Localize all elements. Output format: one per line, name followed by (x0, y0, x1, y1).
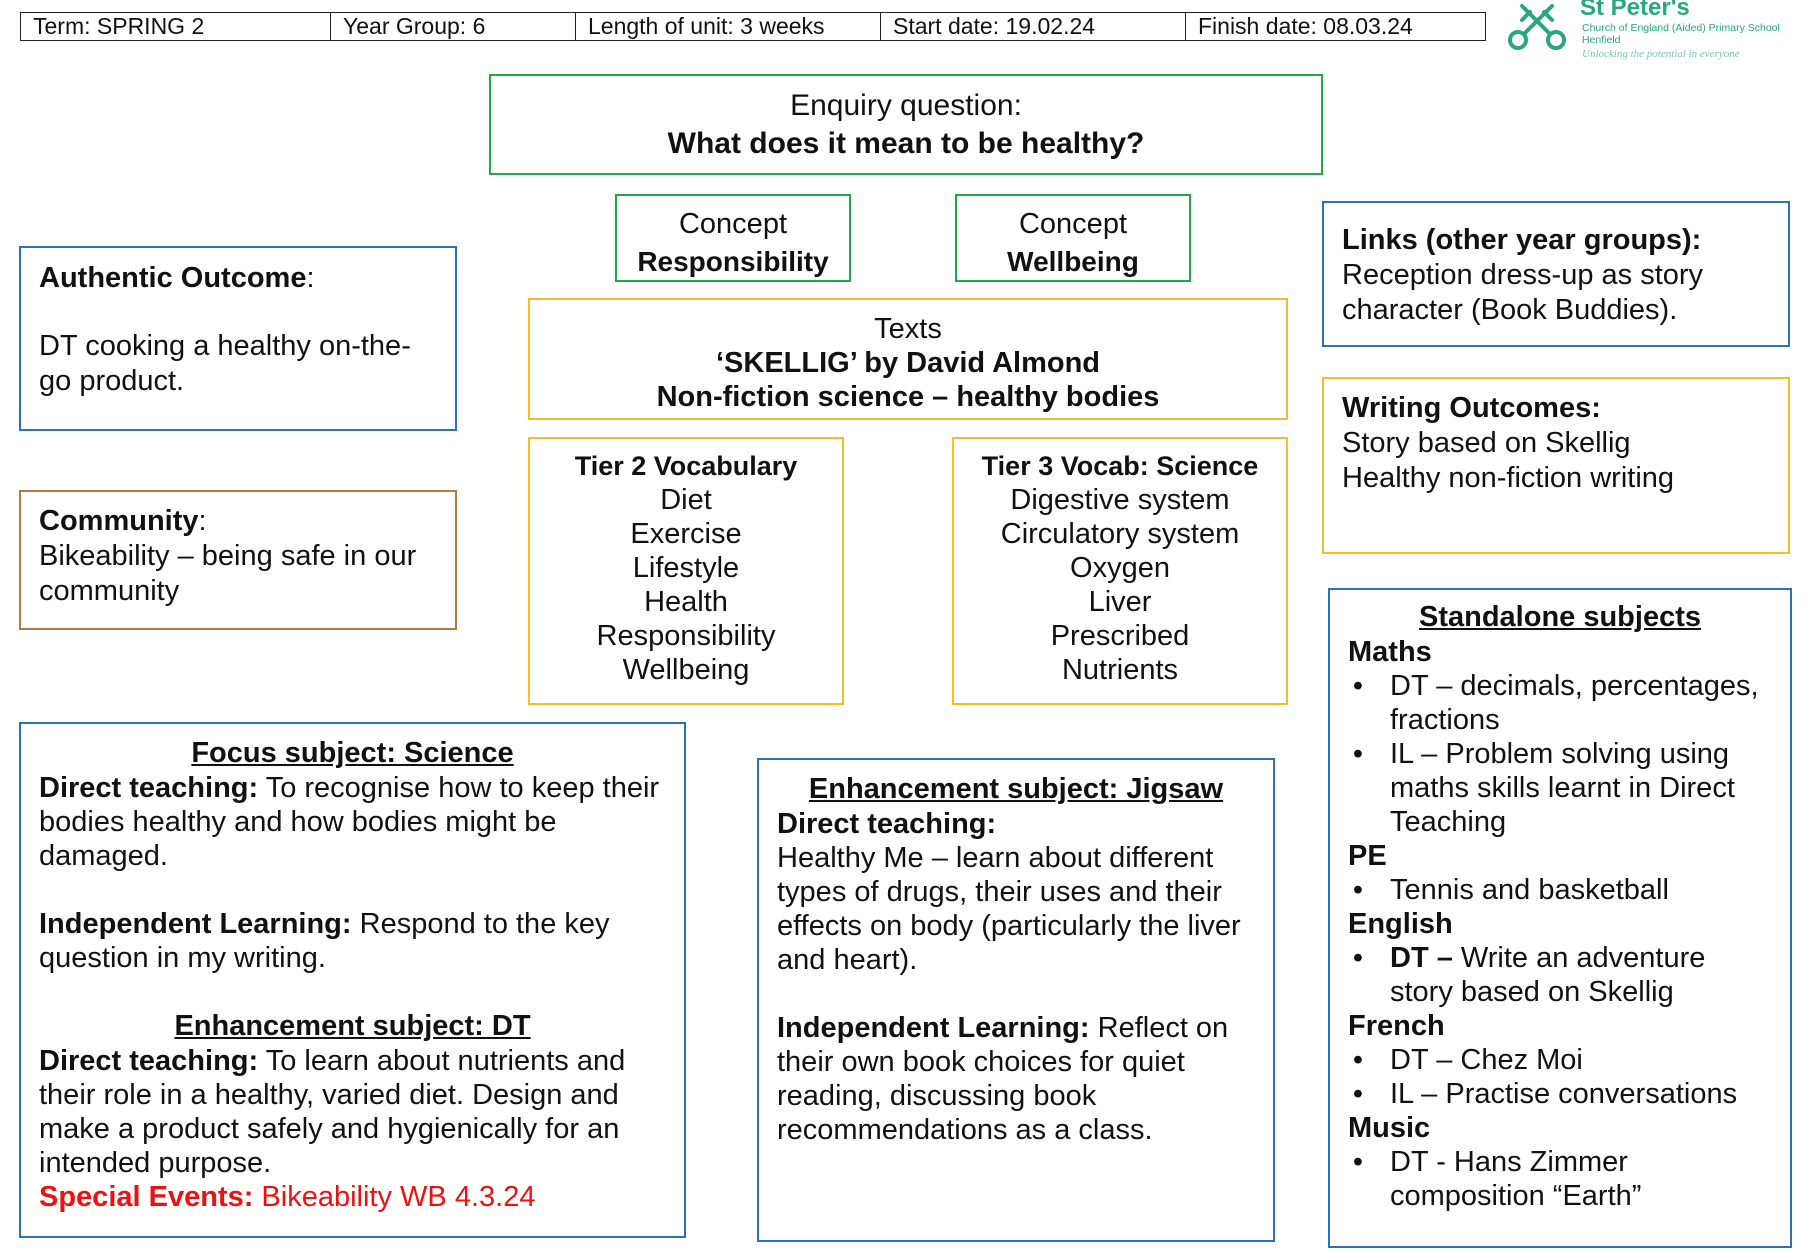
direct-teaching-label: Direct teaching: (39, 772, 259, 804)
texts-line-2: Non-fiction science – healthy bodies (656, 381, 1160, 413)
vocab-item: Lifestyle (632, 552, 740, 584)
jigsaw-il-label: Independent Learning: (777, 1012, 1090, 1044)
school-location: Henfield (1582, 34, 1621, 46)
vocab-item: Prescribed (1050, 620, 1190, 652)
links-text: Reception dress-up as story character (B… (1342, 259, 1704, 326)
tier3-vocabulary-box: Tier 3 Vocab: Science Digestive system C… (952, 437, 1288, 705)
french-item: DT – Chez Moi (1348, 1043, 1772, 1077)
links-label: Links (other year groups): (1342, 224, 1702, 256)
community-colon: : (198, 505, 207, 537)
vocab-item: Digestive system (1010, 484, 1230, 516)
jigsaw-subject-box: Enhancement subject: Jigsaw Direct teach… (757, 758, 1275, 1242)
direct-teaching-text: To recognise how to keep their bodies he… (39, 772, 660, 872)
authentic-outcome-box: Authentic Outcome: DT cooking a healthy … (19, 246, 457, 431)
independent-learning-text: Respond to the key question in my writin… (39, 908, 610, 974)
links-box: Links (other year groups): Reception dre… (1322, 201, 1790, 347)
concept-box-responsibility: Concept Responsibility (615, 194, 851, 282)
unit-info-header: Term: SPRING 2 Year Group: 6 Length of u… (20, 12, 1486, 41)
tier3-title: Tier 3 Vocab: Science (981, 451, 1259, 481)
year-group-cell: Year Group: 6 (331, 13, 576, 40)
english-item-text: Write an adventure story based on Skelli… (1390, 942, 1706, 1008)
vocab-item: Nutrients (1061, 654, 1179, 686)
vocab-item: Diet (660, 484, 712, 516)
tier2-vocabulary-box: Tier 2 Vocabulary Diet Exercise Lifestyl… (528, 437, 844, 705)
dt-direct-teaching-text: To learn about nutrients and their role … (39, 1045, 626, 1179)
french-heading: French (1348, 1010, 1445, 1042)
maths-item: DT – decimals, percentages, fractions (1348, 669, 1772, 737)
writing-outcome-item: Story based on Skellig (1342, 427, 1631, 459)
texts-label: Texts (874, 313, 942, 345)
jigsaw-title: Enhancement subject: Jigsaw (808, 773, 1224, 805)
start-date-cell: Start date: 19.02.24 (881, 13, 1186, 40)
vocab-item: Oxygen (1070, 552, 1170, 584)
vocab-item: Health (644, 586, 728, 618)
french-item: IL – Practise conversations (1348, 1077, 1772, 1111)
finish-date-cell: Finish date: 08.03.24 (1198, 13, 1413, 39)
school-logo: St Peter's Church of England (Aided) Pri… (1506, 0, 1796, 66)
special-events-text: Bikeability WB 4.3.24 (253, 1181, 536, 1213)
enhancement-dt-title: Enhancement subject: DT (174, 1010, 531, 1042)
authentic-outcome-text: DT cooking a healthy on-the-go product. (39, 330, 411, 397)
independent-learning-label: Independent Learning: (39, 908, 352, 940)
writing-outcomes-label: Writing Outcomes: (1342, 392, 1601, 424)
standalone-title: Standalone subjects (1418, 601, 1701, 633)
pe-heading: PE (1348, 840, 1387, 872)
tier2-title: Tier 2 Vocabulary (574, 451, 798, 481)
term-cell: Term: SPRING 2 (21, 13, 331, 40)
enquiry-label: Enquiry question: (790, 89, 1022, 122)
jigsaw-il-text: Reflect on their own book choices for qu… (777, 1012, 1229, 1146)
concept-label: Concept (1018, 208, 1127, 240)
writing-outcomes-box: Writing Outcomes: Story based on Skellig… (1322, 377, 1790, 554)
concept-label: Concept (678, 208, 787, 240)
vocab-item: Circulatory system (1000, 518, 1240, 550)
vocab-item: Liver (1088, 586, 1152, 618)
english-item-bold: DT – (1390, 942, 1453, 974)
school-subtitle: Church of England (Aided) Primary School (1582, 22, 1780, 34)
focus-subject-box: Focus subject: Science Direct teaching: … (19, 722, 686, 1238)
community-label: Community (39, 505, 199, 537)
concept-value: Wellbeing (1007, 246, 1139, 277)
focus-subject-title: Focus subject: Science (191, 737, 514, 769)
vocab-item: Exercise (630, 518, 742, 550)
maths-item: IL – Problem solving using maths skills … (1348, 737, 1772, 839)
music-heading: Music (1348, 1112, 1431, 1144)
english-heading: English (1348, 908, 1453, 940)
jigsaw-direct-text: Healthy Me – learn about different types… (777, 842, 1241, 976)
texts-line-1: ‘SKELLIG’ by David Almond (715, 347, 1101, 379)
community-box: Community: Bikeability – being safe in o… (19, 490, 457, 630)
english-item: DT – Write an adventure story based on S… (1348, 941, 1772, 1009)
crossed-keys-icon (1508, 4, 1566, 50)
school-name: St Peter's (1580, 0, 1690, 21)
unit-length-cell: Length of unit: 3 weeks (576, 13, 881, 40)
special-events-label: Special Events: (39, 1181, 254, 1213)
writing-outcome-item: Healthy non-fiction writing (1342, 462, 1675, 494)
standalone-subjects-box: Standalone subjects Maths DT – decimals,… (1328, 588, 1792, 1248)
music-item: DT - Hans Zimmer composition “Earth” (1348, 1145, 1772, 1213)
maths-heading: Maths (1348, 636, 1432, 668)
authentic-outcome-label: Authentic Outcome (39, 262, 307, 294)
community-text: Bikeability – being safe in our communit… (39, 540, 417, 607)
pe-item: Tennis and basketball (1348, 873, 1772, 907)
enquiry-question: What does it mean to be healthy? (667, 127, 1145, 160)
concept-box-wellbeing: Concept Wellbeing (955, 194, 1191, 282)
enquiry-question-box: Enquiry question: What does it mean to b… (489, 74, 1323, 175)
authentic-outcome-colon: : (306, 262, 315, 294)
vocab-item: Wellbeing (622, 654, 750, 686)
jigsaw-direct-label: Direct teaching: (777, 808, 997, 840)
texts-box: Texts ‘SKELLIG’ by David Almond Non-fict… (528, 298, 1288, 420)
school-tagline: Unlocking the potential in everyone (1582, 48, 1740, 60)
dt-direct-teaching-label: Direct teaching: (39, 1045, 259, 1077)
concept-value: Responsibility (637, 246, 829, 277)
vocab-item: Responsibility (596, 620, 776, 652)
